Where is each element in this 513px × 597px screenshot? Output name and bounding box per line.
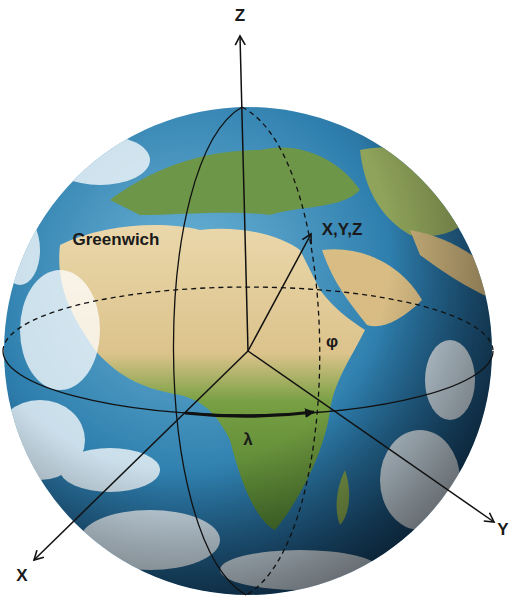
axis-label: Y: [497, 521, 508, 540]
point-label: X,Y,Z: [322, 221, 363, 240]
longitude-label: λ: [243, 431, 252, 450]
axis-label: Z: [235, 7, 245, 26]
latitude-label: φ: [326, 333, 338, 352]
meridian-label: Greenwich: [73, 231, 160, 250]
axis-label: X: [16, 567, 27, 586]
